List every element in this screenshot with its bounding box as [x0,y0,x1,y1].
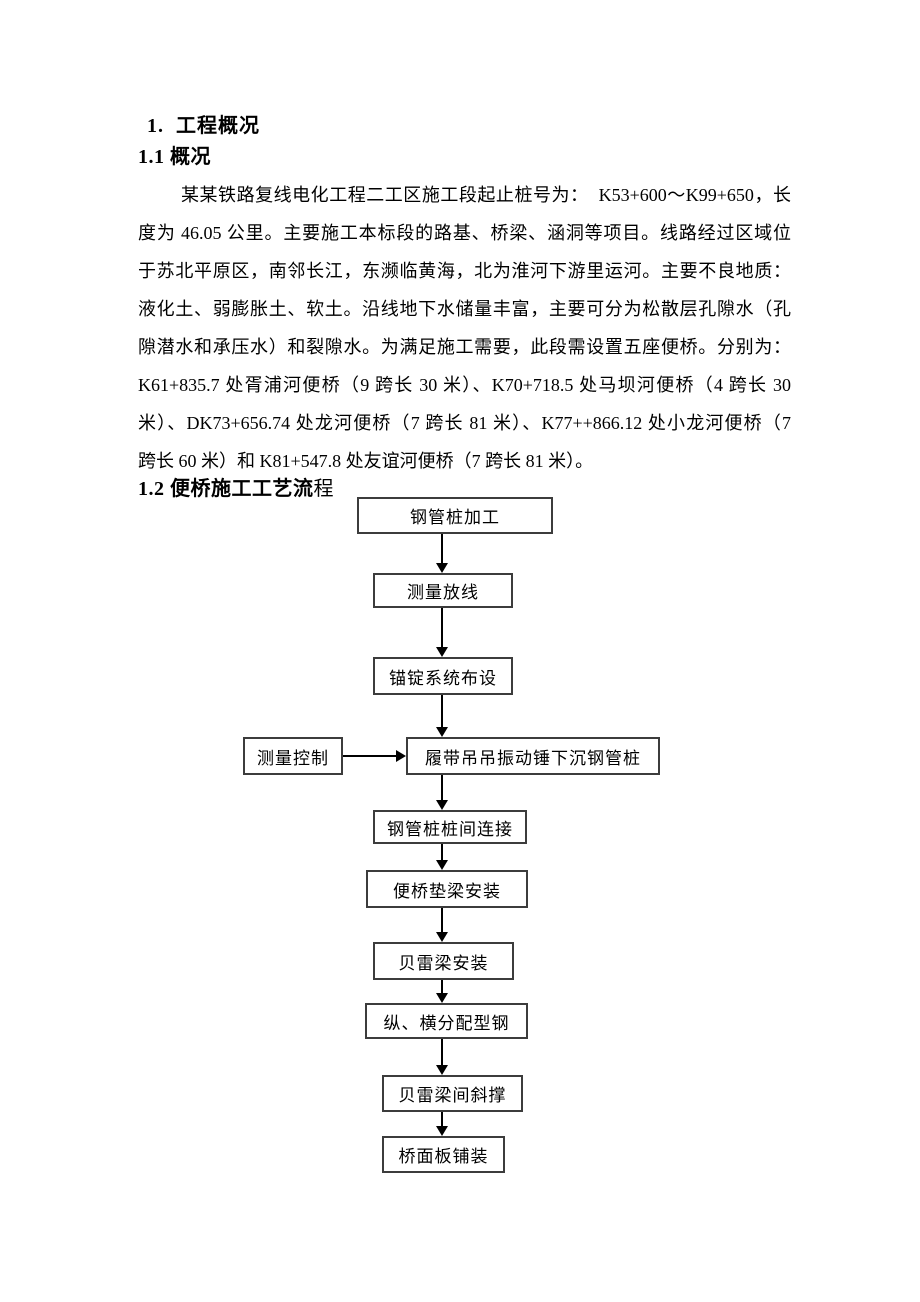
flow-step-survey-setting-out: 测量放线 [373,573,513,608]
flow-side-box-survey-control: 测量控制 [243,737,343,775]
flow-arrow-down-icon [436,980,448,1003]
flow-arrow-down-icon [436,695,448,737]
heading-1-2-bold-part: 1.2 便桥施工工艺流 [138,478,314,500]
paragraph-line: 某某铁路复线电化工程二工区施工段起止桩号为： K53+600～K99+650，长 [181,185,791,205]
paragraph-line: 于苏北平原区，南邻长江，东濒临黄海，北为淮河下游里运河。主要不良地质： [138,261,791,281]
flow-arrow-down-icon [436,608,448,657]
section-heading-1-2: 1.2 便桥施工工艺流程 [138,472,334,501]
paragraph-line: 米）、DK73+656.74 处龙河便桥（7 跨长 81 米）、K77++866… [138,413,791,433]
section-heading-1: 1. 工程概况 [147,115,260,137]
flow-step-bailey-beam-installation: 贝雷梁安装 [373,942,514,980]
overview-paragraph: 某某铁路复线电化工程二工区施工段起止桩号为： K53+600～K99+650，长… [138,176,791,480]
flow-step-pile-to-pile-connection: 钢管桩桩间连接 [373,810,527,844]
flow-step-steel-pipe-pile-fabrication: 钢管桩加工 [357,497,553,534]
paragraph-line: K61+835.7 处胥浦河便桥（9 跨长 30 米）、K70+718.5 处马… [138,375,791,395]
flow-step-anchor-system-layout: 锚锭系统布设 [373,657,513,695]
paragraph-line: 隙潜水和承压水）和裂隙水。为满足施工需要，此段需设置五座便桥。分别为： [138,337,791,357]
flow-step-longitudinal-transverse-distribution-steel: 纵、横分配型钢 [365,1003,528,1039]
flow-arrow-right-icon [343,750,406,762]
section-heading-1-1: 1.1 概况 [138,146,211,168]
flow-step-crawler-crane-vibro-hammer-sinking: 履带吊吊振动锤下沉钢管桩 [406,737,660,775]
flow-arrow-down-icon [436,844,448,870]
paragraph-line: 度为 46.05 公里。主要施工本标段的路基、桥梁、涵洞等项目。线路经过区域位 [138,223,791,243]
heading-1-2-regular-part: 程 [313,478,334,500]
flow-arrow-down-icon [436,1112,448,1136]
flow-step-bridge-bolster-beam-installation: 便桥垫梁安装 [366,870,528,908]
paragraph-line: 跨长 60 米）和 K81+547.8 处友谊河便桥（7 跨长 81 米）。 [138,451,594,471]
flow-arrow-down-icon [436,775,448,810]
flow-step-bailey-beam-diagonal-bracing: 贝雷梁间斜撑 [382,1075,523,1112]
flow-arrow-down-icon [436,534,448,573]
paragraph-line: 液化土、弱膨胀土、软土。沿线地下水储量丰富，主要可分为松散层孔隙水（孔 [138,299,791,319]
flow-arrow-down-icon [436,908,448,942]
flow-arrow-down-icon [436,1039,448,1075]
flow-step-deck-plate-paving: 桥面板铺装 [382,1136,505,1173]
